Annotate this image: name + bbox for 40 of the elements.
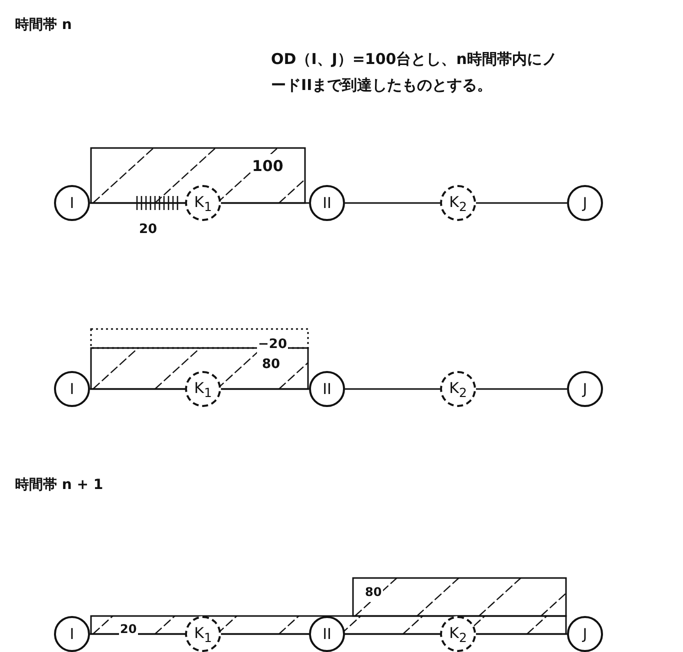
- node-label: J: [582, 380, 588, 398]
- node-label: K$_{1}$: [194, 378, 212, 400]
- node-circle: [309, 185, 345, 221]
- node-circle: [54, 371, 90, 407]
- node-circle: [567, 616, 603, 652]
- link-line: [221, 388, 309, 390]
- link-line: [221, 633, 309, 635]
- link-line: [345, 388, 440, 390]
- node-label: II: [322, 380, 332, 398]
- link-line: [90, 388, 185, 390]
- node-label: K$_{2}$: [449, 192, 467, 214]
- node-label: J: [582, 625, 588, 643]
- dashed-node-circle: [440, 616, 476, 652]
- link-line: [476, 202, 567, 204]
- node-label: K$_{1}$: [194, 192, 212, 214]
- node-label: I: [70, 194, 74, 212]
- link-line: [476, 633, 567, 635]
- node-circle: [309, 371, 345, 407]
- section-heading: 時間帯 n + 1: [14, 476, 104, 495]
- link-line: [90, 202, 185, 204]
- node-label: J: [582, 194, 588, 212]
- node-circle: [54, 616, 90, 652]
- node-label: K$_{1}$: [194, 624, 212, 644]
- link-line: [476, 388, 567, 390]
- node-circle: [309, 616, 345, 652]
- node-circle: [567, 371, 603, 407]
- node-label: K$_{2}$: [449, 378, 467, 400]
- node-label: I: [70, 380, 74, 398]
- node-label: II: [322, 625, 332, 643]
- link-line: [345, 202, 440, 204]
- link-line: [345, 633, 440, 635]
- node-label: K$_{2}$: [449, 624, 467, 644]
- node-circle: [54, 185, 90, 221]
- link-line: [221, 202, 309, 204]
- node-label: II: [322, 194, 332, 212]
- link-line: [90, 633, 185, 635]
- note-text: OD（I、J）=100台とし、n時間帯内にノードIIまで到達したものとする。: [270, 49, 558, 96]
- node-label: I: [70, 625, 74, 643]
- node-circle: [567, 185, 603, 221]
- section-heading: 時間帯 n: [14, 16, 73, 35]
